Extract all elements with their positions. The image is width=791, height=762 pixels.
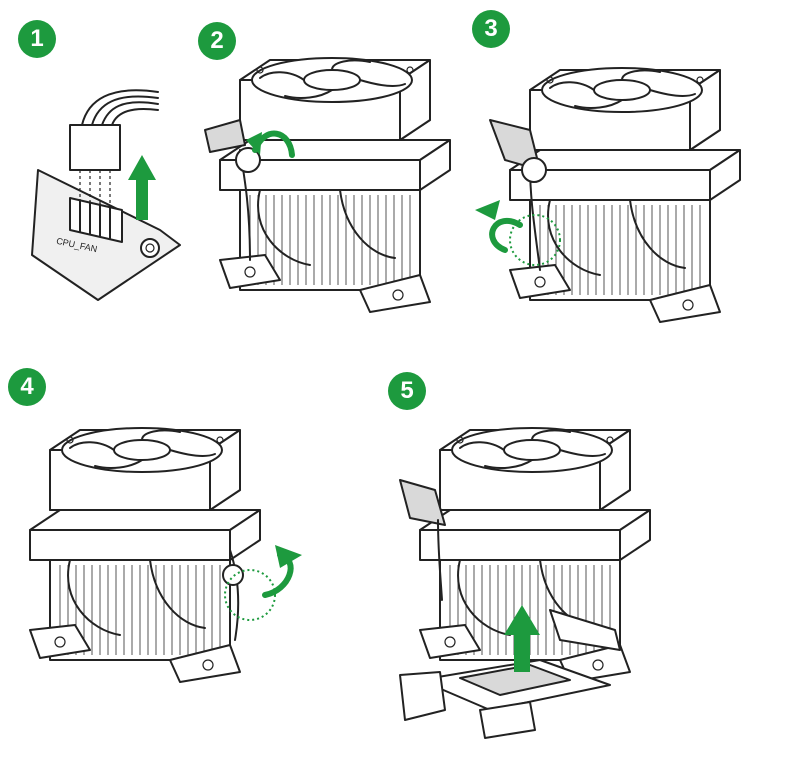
step-1-illustration [30,70,190,310]
step-5-illustration [400,410,660,750]
step-3-badge: 3 [472,10,510,48]
step-5-badge: 5 [388,372,426,410]
step-1-badge: 1 [18,20,56,58]
step-4-illustration [30,410,320,660]
step-2-illustration [210,40,470,320]
step-3-illustration [490,50,770,320]
step-4-badge: 4 [8,368,46,406]
